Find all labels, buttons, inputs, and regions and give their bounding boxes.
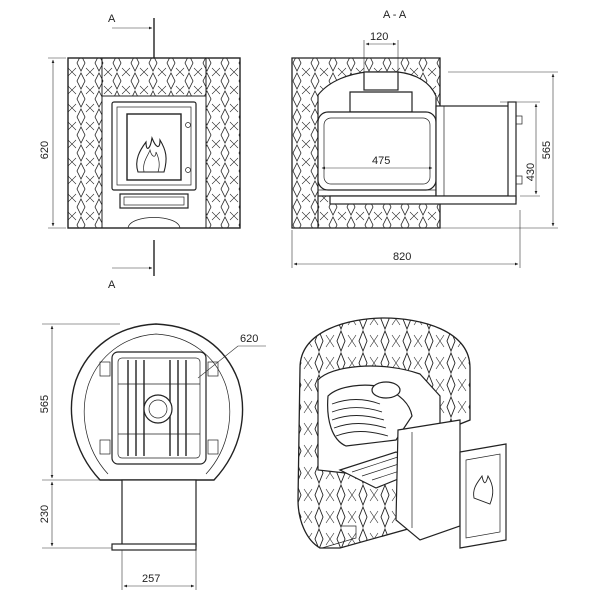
top-firebox-tunnel [121,479,197,547]
stone-grid-top [349,91,413,113]
firebox-section [317,111,437,191]
chimney-opening [143,394,173,424]
iso-heater-core [327,384,413,447]
base-arch [127,217,181,229]
iso-tunnel [395,419,461,541]
front-top-stone-band [101,57,207,97]
firebox-tunnel [435,105,515,197]
cut-letter-bottom: A [108,279,116,291]
top-width-dim: 257 [142,573,160,585]
section-view: A - A 120 475 430 565 [291,9,558,268]
iso-fins [331,399,389,437]
front-right-stone-column [205,57,241,229]
iso-chimney [371,381,401,399]
top-view: 620 565 230 257 [39,323,266,590]
door-hinge-icon [185,122,191,128]
section-title: A - A [383,9,407,21]
cut-letter-top: A [108,13,116,25]
top-height-dim-565: 565 [39,395,51,413]
door-glass [126,113,182,181]
front-left-stone-column [67,57,103,229]
top-height-dim-230: 230 [39,505,51,523]
section-height-dim-565: 565 [541,141,553,159]
iso-flame-icon [473,474,494,505]
section-cut-bottom: A [108,240,155,291]
section-height-dim-430: 430 [525,163,537,181]
section-total-width-dim: 820 [393,251,411,263]
grate-plate [329,195,517,205]
top-diameter-dim: 620 [240,333,258,345]
section-top-width-dim: 120 [370,31,388,43]
isometric-view [297,317,507,549]
front-height-dim: 620 [39,141,51,159]
section-inner-width-dim: 475 [372,155,390,167]
front-view: A A 620 [39,13,241,291]
ash-pit-door [119,193,189,209]
section-cut-top: A [108,13,155,58]
